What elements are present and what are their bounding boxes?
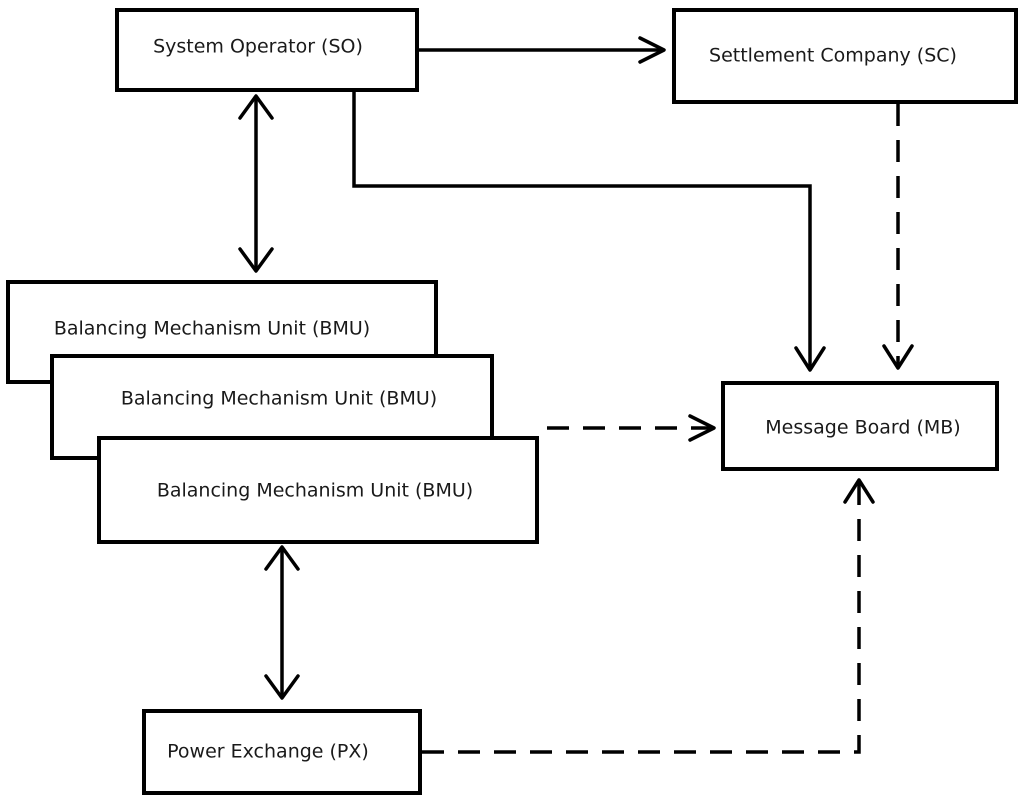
edge-so-to-sc: [418, 36, 666, 64]
node-label-bmu-3: Balancing Mechanism Unit (BMU): [157, 480, 473, 502]
node-label-bmu-2: Balancing Mechanism Unit (BMU): [121, 388, 437, 410]
node-settlement-company: Settlement Company (SC): [672, 8, 1018, 104]
node-label-px: Power Exchange (PX): [167, 741, 369, 763]
node-power-exchange: Power Exchange (PX): [142, 709, 422, 795]
edge-so-to-mb: [352, 92, 826, 372]
edge-sc-to-mb: [882, 104, 914, 370]
node-label-so: System Operator (SO): [153, 36, 363, 58]
edge-bmu-to-mb: [547, 414, 716, 442]
node-label-mb: Message Board (MB): [765, 417, 960, 439]
node-system-operator: System Operator (SO): [115, 8, 419, 92]
node-message-board: Message Board (MB): [721, 381, 999, 471]
edge-px-to-mb: [422, 478, 875, 754]
edge-bmu-px-bidirectional: [264, 545, 300, 700]
node-label-sc: Settlement Company (SC): [709, 45, 957, 67]
node-bmu-front: Balancing Mechanism Unit (BMU): [97, 436, 539, 544]
node-label-bmu-1: Balancing Mechanism Unit (BMU): [54, 318, 370, 340]
edge-so-bmu-bidirectional: [238, 94, 274, 273]
